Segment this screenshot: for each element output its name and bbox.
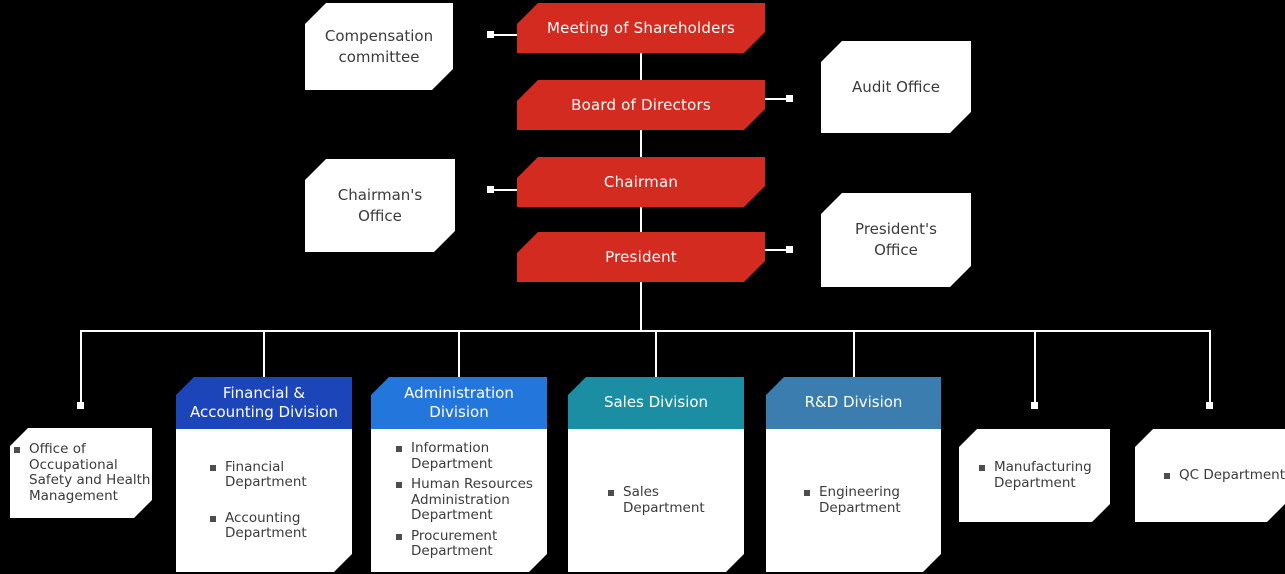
connector-endpoint [487,186,494,193]
department-label: Financial Department [225,458,307,490]
node-label: President [605,248,677,266]
connector-line [458,330,460,377]
division-body: Sales Department [568,429,744,572]
node-compensation-committee: Compensation committee [305,3,453,90]
node-president: President [517,232,765,282]
node-label: Chairman's Office [337,185,423,225]
connector-line [491,34,517,36]
connector-endpoint [786,246,793,253]
bullet-icon [1164,473,1170,479]
connector-line [640,130,642,157]
node-label: Audit Office [852,77,940,96]
list-item: Human Resources Administration Departmen… [396,477,533,524]
division-sales: Sales Division Sales Department [568,377,744,572]
division-body: Information Department Human Resources A… [371,429,547,572]
connector-line [263,330,265,377]
node-chairman: Chairman [517,157,765,207]
department-label: Accounting Department [225,509,307,541]
unit-manufacturing-department: Manufacturing Department [959,429,1110,522]
unit-label: Manufacturing Department [994,459,1092,491]
division-title: Administration Division [404,383,514,422]
list-item: Financial Department [210,460,307,491]
department-label: Procurement Department [411,527,498,560]
division-financial-accounting: Financial & Accounting Division Financia… [176,377,352,572]
connector-line [640,282,642,332]
list-item: Information Department [396,441,493,472]
list-item: Engineering Department [804,485,901,516]
connector-line [1034,330,1036,402]
division-title: Financial & Accounting Division [190,383,338,422]
bullet-icon [396,534,402,540]
division-header: Financial & Accounting Division [176,377,352,429]
connector-line [640,53,642,80]
department-label: Engineering Department [819,484,901,516]
node-presidents-office: President's Office [821,193,971,287]
bullet-icon [979,465,985,471]
connector-endpoint [1031,402,1038,409]
connector-line [765,249,790,251]
department-label: Human Resources Administration Departmen… [411,476,533,524]
division-body: Engineering Department [766,429,941,572]
bullet-icon [804,490,810,496]
connector-line [655,330,657,377]
list-item: Accounting Department [210,511,307,542]
node-chairmans-office: Chairman's Office [305,159,455,252]
bullet-icon [14,447,20,453]
division-header: Sales Division [568,377,744,429]
connector-line [80,330,1211,332]
node-label: Meeting of Shareholders [547,19,735,37]
bullet-icon [396,446,402,452]
bullet-icon [210,465,216,471]
unit-label: QC Department [1179,466,1285,483]
division-administration: Administration Division Information Depa… [371,377,547,572]
node-label: Compensation committee [324,26,434,66]
node-label: Board of Directors [571,96,711,114]
division-rnd: R&D Division Engineering Department [766,377,941,572]
division-body: Financial Department Accounting Departme… [176,429,352,572]
node-label: Chairman [603,173,679,191]
unit-qc-department: QC Department [1135,429,1285,522]
connector-line [80,330,82,402]
node-meeting-of-shareholders: Meeting of Shareholders [517,3,765,53]
list-item: Manufacturing Department [979,460,1092,491]
node-label: President's Office [855,220,937,259]
bullet-icon [210,516,216,522]
list-item: Office of Occupational Safety and Health… [14,442,151,504]
bullet-icon [396,482,402,488]
list-item: QC Department [1164,468,1285,484]
list-item: Sales Department [608,485,705,516]
node-audit-office: Audit Office [821,41,971,133]
bullet-icon [608,490,614,496]
connector-line [765,98,790,100]
connector-endpoint [786,95,793,102]
division-title: Sales Division [603,393,709,412]
connector-line [640,207,642,232]
division-header: R&D Division [766,377,941,429]
node-board-of-directors: Board of Directors [517,80,765,130]
connector-endpoint [77,402,84,409]
unit-occupational-safety-office: Office of Occupational Safety and Health… [10,428,152,518]
division-title: R&D Division [804,393,903,412]
connector-line [491,189,517,191]
connector-line [1209,330,1211,402]
list-item: Procurement Department [396,529,497,560]
division-header: Administration Division [371,377,547,429]
connector-endpoint [1206,402,1213,409]
connector-line [853,330,855,377]
department-label: Sales Department [623,484,705,516]
department-label: Information Department [411,440,493,472]
unit-label: Office of Occupational Safety and Health… [29,441,151,504]
connector-endpoint [487,31,494,38]
